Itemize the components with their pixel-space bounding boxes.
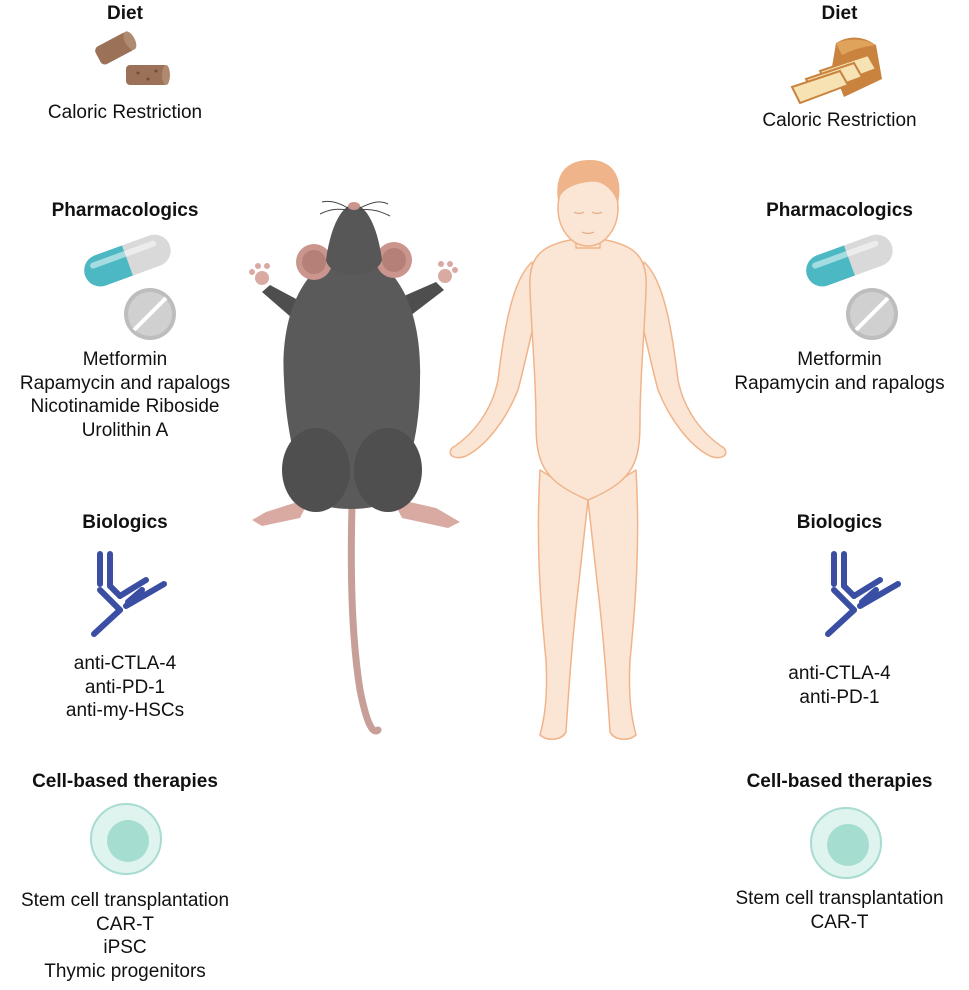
human-biologics-section: Biologics anti-CTLA-4 anti-PD-1 [710, 512, 969, 708]
human-pharmacologics-list: Metformin Rapamycin and rapalogs [710, 348, 969, 395]
mouse-cell-based-list: Stem cell transplantation CAR-T iPSC Thy… [0, 889, 250, 983]
human-biologics-heading: Biologics [796, 512, 883, 533]
human-pharmacologics-section: Pharmacologics Metformin Rapamycin and r… [710, 200, 969, 394]
list-item: iPSC [103, 937, 147, 958]
list-item: Stem cell transplantation [20, 890, 230, 911]
mouse-diet-list: Caloric Restriction [0, 101, 250, 125]
list-item: anti-CTLA-4 [788, 663, 891, 684]
mouse-illustration [249, 200, 460, 735]
human-cell-based-list: Stem cell transplantation CAR-T [710, 887, 969, 934]
antibody-icon [91, 551, 167, 637]
bread-icon [790, 37, 882, 105]
food-pellet-icon [95, 31, 170, 85]
cell-icon [90, 803, 162, 875]
pill-icon [84, 234, 176, 340]
human-diet-list: Caloric Restriction [710, 109, 969, 133]
list-item: Nicotinamide Riboside [30, 396, 220, 417]
list-item: Metformin [82, 349, 168, 370]
human-biologics-list: anti-CTLA-4 anti-PD-1 [710, 662, 969, 709]
mouse-pharmacologics-section: Pharmacologics Metformin Rapamycin and r… [0, 200, 250, 441]
mouse-cell-based-heading: Cell-based therapies [32, 771, 218, 792]
human-hair [557, 160, 620, 204]
list-item: Stem cell transplantation [735, 888, 944, 909]
human-cell-based-section: Cell-based therapies Stem cell transplan… [710, 771, 969, 933]
list-item: Caloric Restriction [762, 110, 917, 131]
human-diet-heading: Diet [821, 3, 858, 24]
antibody-icon [825, 551, 901, 637]
list-item: Caloric Restriction [47, 102, 203, 123]
list-item: anti-PD-1 [799, 686, 880, 708]
list-item: Metformin [797, 349, 882, 370]
pill-icon [806, 234, 898, 340]
list-item: Urolithin A [81, 419, 169, 441]
mouse-pharmacologics-heading: Pharmacologics [51, 200, 199, 221]
mouse-diet-section: Diet Caloric Restriction [0, 3, 250, 123]
list-item: CAR-T [810, 911, 869, 933]
human-pharmacologics-heading: Pharmacologics [766, 200, 913, 221]
list-item: anti-CTLA-4 [73, 653, 177, 674]
mouse-biologics-heading: Biologics [82, 512, 168, 533]
list-item: anti-PD-1 [84, 676, 166, 698]
mouse-biologics-section: Biologics anti-CTLA-4 anti-PD-1 anti-my-… [0, 512, 250, 721]
mouse-pharmacologics-list: Metformin Rapamycin and rapalogs Nicotin… [0, 348, 250, 442]
human-cell-based-heading: Cell-based therapies [746, 771, 933, 792]
human-illustration [449, 169, 727, 740]
human-face [573, 211, 603, 235]
mouse-diet-heading: Diet [107, 3, 143, 24]
cell-icon [810, 807, 882, 879]
list-item: Rapamycin and rapalogs [734, 372, 945, 394]
list-item: Thymic progenitors [44, 960, 206, 982]
mouse-cell-based-section: Cell-based therapies Stem cell transplan… [0, 771, 250, 982]
list-item: CAR-T [95, 913, 155, 935]
mouse-biologics-list: anti-CTLA-4 anti-PD-1 anti-my-HSCs [0, 652, 250, 723]
list-item: Rapamycin and rapalogs [19, 372, 231, 394]
human-diet-section: Diet Caloric Restriction [710, 3, 969, 131]
list-item: anti-my-HSCs [65, 700, 185, 721]
